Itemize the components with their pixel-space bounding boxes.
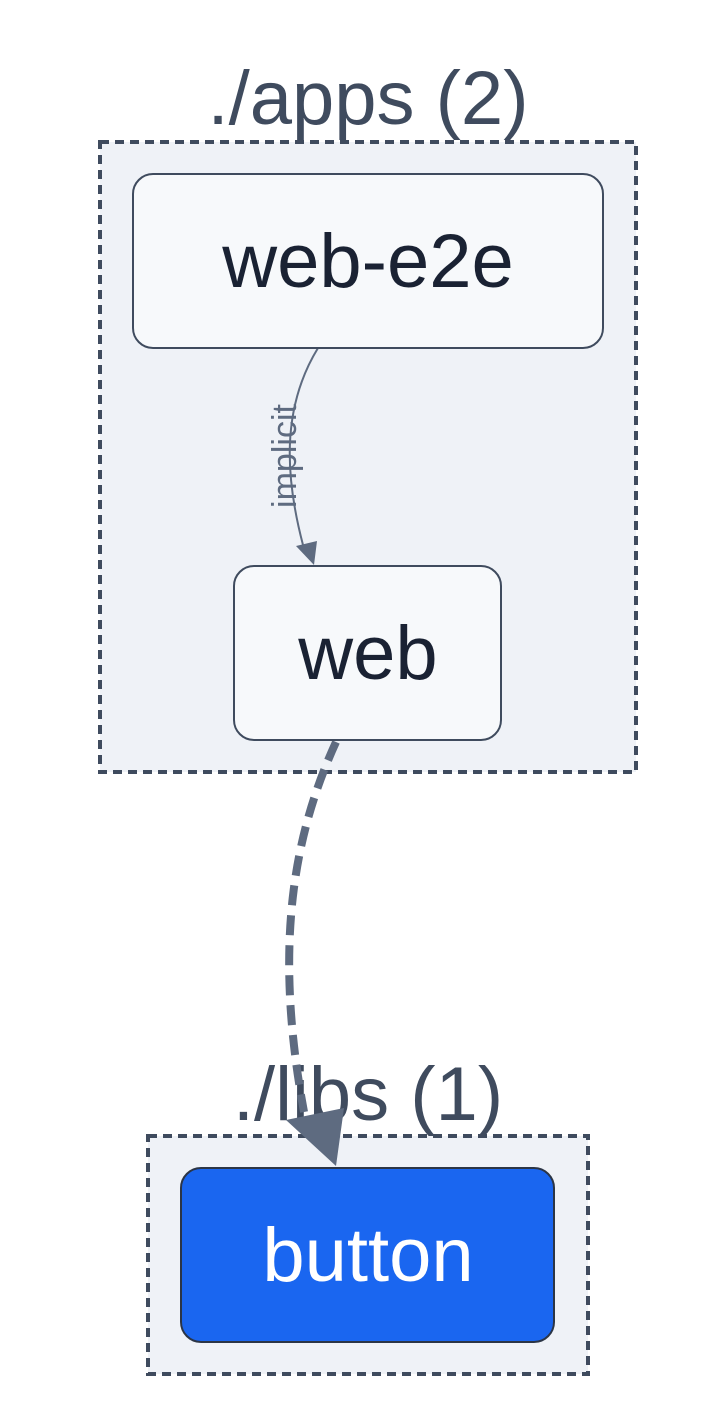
node-button-box [180,1167,555,1343]
edge-web-e2e-web-label: implicit [266,404,304,508]
node-web-box [233,565,502,741]
edge-web-button-arrowhead [286,1108,344,1166]
edge-web-e2e-web[interactable]: implicit [266,347,319,565]
edge-web-button[interactable] [285,740,344,1166]
node-web-e2e-label: web-e2e [221,219,514,304]
group-libs-label: ./libs (1) [233,1052,503,1137]
node-web-e2e-box [132,173,604,349]
node-button[interactable]: button [180,1167,555,1343]
edge-web-e2e-web-line [288,347,319,546]
edge-web-e2e-web-arrowhead [296,541,317,565]
node-web[interactable]: web [233,565,502,741]
node-web-e2e[interactable]: web-e2e [132,173,604,349]
group-apps-label: ./apps (2) [207,56,528,141]
edge-web-button-line [285,740,340,1113]
node-web-label: web [297,611,437,696]
node-button-label: button [262,1213,473,1298]
